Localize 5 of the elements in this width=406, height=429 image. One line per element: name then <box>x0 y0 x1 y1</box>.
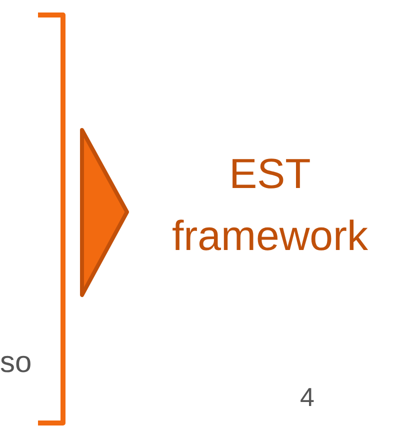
page-number: 4 <box>300 381 314 414</box>
heading-text: EST framework <box>170 149 370 261</box>
text-fragment: so <box>0 345 32 381</box>
chevron-arrow <box>80 128 129 297</box>
bracket <box>38 12 66 426</box>
